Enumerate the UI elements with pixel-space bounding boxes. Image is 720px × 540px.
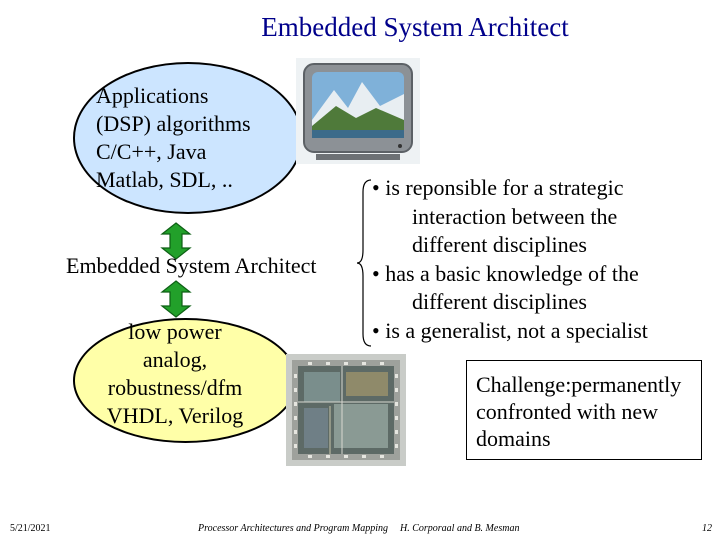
bullet-continuation: different disciplines [412, 232, 587, 257]
software-line: (DSP) algorithms [96, 111, 251, 136]
software-line: C/C++, Java [96, 139, 207, 164]
architect-responsibilities: • is reponsible for a strategic interact… [372, 174, 648, 345]
architect-label: Embedded System Architect [66, 253, 317, 278]
hardware-ellipse [73, 318, 298, 443]
curly-brace-icon [356, 179, 372, 347]
footer-date: 5/21/2021 [10, 523, 51, 534]
bullet-item: • is reponsible for a strategic [372, 175, 624, 200]
chip-image [286, 354, 406, 466]
footer-authors: H. Corporaal and B. Mesman [400, 523, 520, 534]
software-disciplines: Applications (DSP) algorithms C/C++, Jav… [96, 82, 251, 194]
tv-image [296, 58, 420, 164]
double-arrow-icon [160, 280, 192, 318]
bullet-item: • has a basic knowledge of the [372, 260, 639, 286]
software-line: Applications [96, 83, 209, 108]
hardware-line: robustness/dfm [107, 375, 243, 400]
hardware-line: analog, [142, 347, 208, 372]
software-ellipse [73, 62, 303, 214]
challenge-line: Challenge:permanently [476, 372, 682, 397]
bullet-item: • is a generalist, not a specialist [372, 317, 648, 343]
bullet-continuation: different disciplines [412, 289, 587, 314]
footer-course: Processor Architectures and Program Mapp… [198, 523, 388, 534]
hardware-line: VHDL, Verilog [106, 403, 244, 428]
challenge-box: Challenge:permanently confronted with ne… [466, 360, 702, 460]
hardware-disciplines: low power analog, robustness/dfm VHDL, V… [96, 318, 254, 430]
challenge-line: domains [476, 426, 551, 451]
software-line: Matlab, SDL, .. [96, 167, 233, 192]
page-number: 12 [702, 523, 712, 534]
page-title: Embedded System Architect [261, 12, 569, 42]
challenge-line: confronted with new [476, 399, 659, 424]
hardware-line: low power [128, 319, 222, 344]
bullet-continuation: interaction between the [412, 203, 618, 229]
double-arrow-icon [160, 222, 192, 260]
